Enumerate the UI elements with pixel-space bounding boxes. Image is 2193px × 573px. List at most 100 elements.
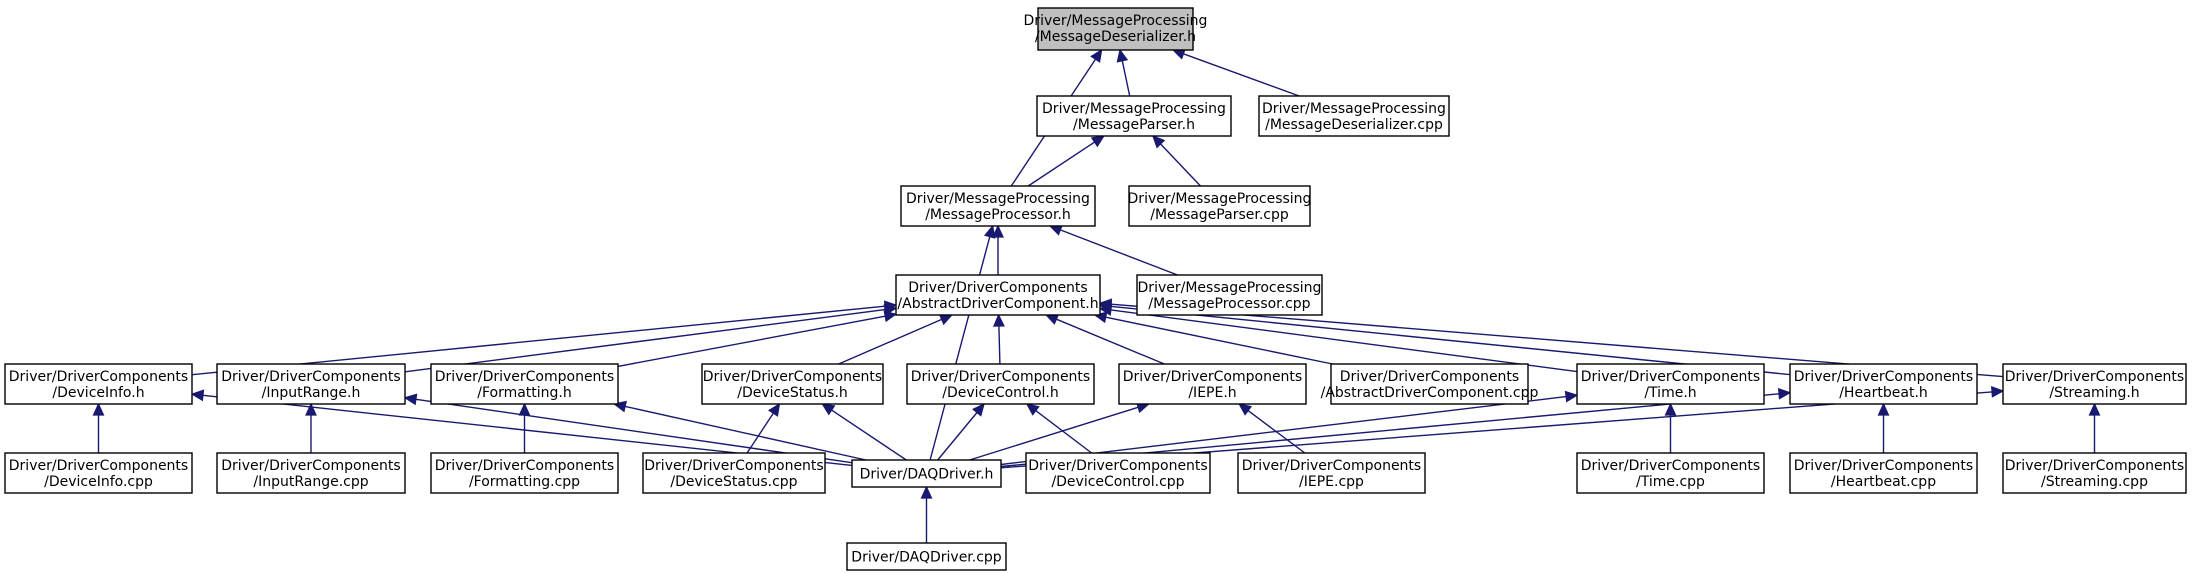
edge-arrowhead (972, 402, 985, 417)
edge-n5-n8 (404, 303, 898, 373)
node-label-line2: /Heartbeat.cpp (1831, 474, 1936, 490)
node-label-line2: /DeviceControl.cpp (1051, 474, 1184, 490)
edge-n1-n4 (1151, 134, 1202, 187)
edge-n0-n2 (1171, 48, 1300, 97)
edge-arrowhead (1116, 48, 1129, 63)
node-abstractdrivercomponent-cpp[interactable]: Driver/DriverComponents/AbstractDriverCo… (1321, 363, 1539, 405)
node-driver-daqdriver-h[interactable]: Driver/DAQDriver.h (851, 459, 1002, 488)
edge-arrowhead (190, 389, 205, 402)
node-label-line2: /Time.h (1644, 385, 1696, 401)
node-label-line1: Driver/DriverComponents (1028, 458, 1207, 474)
node-label-line1: Driver/DriverComponents (1123, 369, 1302, 385)
edge-arrowhead (518, 402, 531, 416)
edge-arrowhead (920, 485, 933, 499)
node-label-line2: /Time.cpp (1636, 474, 1705, 490)
node-inputrange-h[interactable]: Driver/DriverComponents/InputRange.h (216, 363, 406, 405)
edge-n0-n1 (1116, 48, 1131, 97)
node-box (2002, 452, 2187, 494)
node-label-line2: /MessageProcessor.h (925, 207, 1071, 223)
node-label-line1: Driver/DriverComponents (644, 458, 823, 474)
edge-line (998, 325, 1001, 365)
edge-n3-n6 (1048, 224, 1178, 276)
edge-line (838, 318, 942, 365)
edge-line (937, 412, 978, 461)
node-devicestatus-cpp[interactable]: Driver/DriverComponents/DeviceStatus.cpp (642, 452, 826, 494)
edge-line (191, 305, 886, 376)
node-label-line1: Driver/MessageProcessing (1024, 13, 1208, 29)
edge-n10-n21 (821, 403, 907, 461)
edge-arrowhead (305, 402, 317, 416)
edge-arrowhead (403, 393, 418, 406)
node-heartbeat-h[interactable]: Driver/DriverComponents/Heartbeat.h (1789, 363, 1978, 405)
edge-line (969, 406, 1139, 461)
node-devicecontrol-cpp[interactable]: Driver/DriverComponents/DeviceControl.cp… (1025, 452, 1211, 494)
node-label-line2: /DeviceInfo.h (52, 385, 144, 401)
edge-n9-n19 (518, 402, 531, 453)
node-abstractdrivercomponent-h[interactable]: Driver/DriverComponents/AbstractDriverCo… (895, 274, 1101, 316)
node-devicestatus-h[interactable]: Driver/DriverComponents/DeviceStatus.h (701, 363, 884, 405)
node-label-line2: /Formatting.h (477, 385, 572, 401)
node-box (1128, 185, 1311, 227)
node-label-line2: /AbstractDriverComponent.cpp (1321, 385, 1539, 401)
node-formatting-h[interactable]: Driver/DriverComponents/Formatting.h (430, 363, 619, 405)
node-deviceinfo-h[interactable]: Driver/DriverComponents/DeviceInfo.h (4, 363, 193, 405)
node-streaming-cpp[interactable]: Driver/DriverComponents/Streaming.cpp (2002, 452, 2187, 494)
node-label-line1: Driver/DriverComponents (9, 369, 188, 385)
node-label-line1: Driver/DriverComponents (435, 369, 614, 385)
node-devicecontrol-h[interactable]: Driver/DriverComponents/DeviceControl.h (906, 363, 1095, 405)
edge-arrowhead (2088, 402, 2101, 416)
node-label-line2: /Formatting.cpp (469, 474, 580, 490)
edge-arrowhead (1090, 135, 1106, 148)
edge-n11-n21 (937, 402, 985, 461)
node-deviceinfo-cpp[interactable]: Driver/DriverComponents/DeviceInfo.cpp (4, 452, 193, 494)
edge-n16-n26 (2088, 402, 2101, 453)
node-messageparser-cpp[interactable]: Driver/MessageProcessing/MessageParser.c… (1128, 185, 1312, 227)
node-label-line2: /IEPE.h (1188, 385, 1236, 401)
edge-line (929, 236, 991, 461)
edge-line (746, 412, 774, 454)
edge-line (1056, 318, 1165, 365)
node-box (846, 542, 1007, 571)
node-messagedeserializer-h[interactable]: Driver/MessageProcessing/MessageDeserial… (1024, 7, 1208, 51)
node-box (851, 459, 1002, 488)
edge-arrowhead (1991, 386, 2005, 398)
node-messageprocessor-h[interactable]: Driver/MessageProcessing/MessageProcesso… (900, 185, 1096, 227)
node-box (1237, 452, 1426, 494)
node-iepe-h[interactable]: Driver/DriverComponents/IEPE.h (1118, 363, 1307, 405)
node-label-line2: /MessageParser.cpp (1150, 207, 1289, 223)
node-label-line2: /DeviceStatus.h (737, 385, 848, 401)
node-driver-daqdriver-cpp[interactable]: Driver/DAQDriver.cpp (846, 542, 1007, 571)
node-time-h[interactable]: Driver/DriverComponents/Time.h (1576, 363, 1765, 405)
node-box (1036, 95, 1232, 137)
edge-line (1060, 229, 1178, 276)
edge-line (1110, 309, 1578, 373)
edge-arrowhead (1564, 390, 1579, 403)
edge-arrowhead (1238, 403, 1253, 416)
edge-arrowhead (992, 224, 1004, 238)
node-label-line2: /Heartbeat.h (1839, 385, 1928, 401)
node-box (1037, 7, 1194, 51)
edge-n3-n5 (992, 224, 1004, 275)
node-inputrange-cpp[interactable]: Driver/DriverComponents/InputRange.cpp (216, 452, 406, 494)
node-streaming-h[interactable]: Driver/DriverComponents/Streaming.h (2002, 363, 2187, 405)
node-label-line2: /IEPE.cpp (1299, 474, 1364, 490)
edge-arrowhead (1090, 48, 1103, 63)
node-time-cpp[interactable]: Driver/DriverComponents/Time.cpp (1576, 452, 1765, 494)
node-heartbeat-cpp[interactable]: Driver/DriverComponents/Heartbeat.cpp (1789, 452, 1978, 494)
edge-line (617, 315, 886, 368)
node-messageparser-h[interactable]: Driver/MessageProcessing/MessageParser.h (1036, 95, 1232, 137)
node-box (906, 363, 1095, 405)
edge-arrowhead (1664, 402, 1677, 416)
node-label-line2: /InputRange.h (262, 385, 361, 401)
node-messagedeserializer-cpp[interactable]: Driver/MessageProcessing/MessageDeserial… (1258, 95, 1450, 137)
edge-n15-n25 (1877, 402, 1890, 453)
edge-line (1160, 143, 1202, 187)
node-messageprocessor-cpp[interactable]: Driver/MessageProcessing/MessageProcesso… (1136, 274, 1323, 316)
node-label-line1: Driver/DriverComponents (911, 369, 1090, 385)
node-label-line1: Driver/MessageProcessing (906, 191, 1090, 207)
node-iepe-cpp[interactable]: Driver/DriverComponents/IEPE.cpp (1237, 452, 1426, 494)
node-formatting-cpp[interactable]: Driver/DriverComponents/Formatting.cpp (430, 452, 619, 494)
node-box (216, 363, 406, 405)
node-label-line1: Driver/DriverComponents (703, 369, 882, 385)
